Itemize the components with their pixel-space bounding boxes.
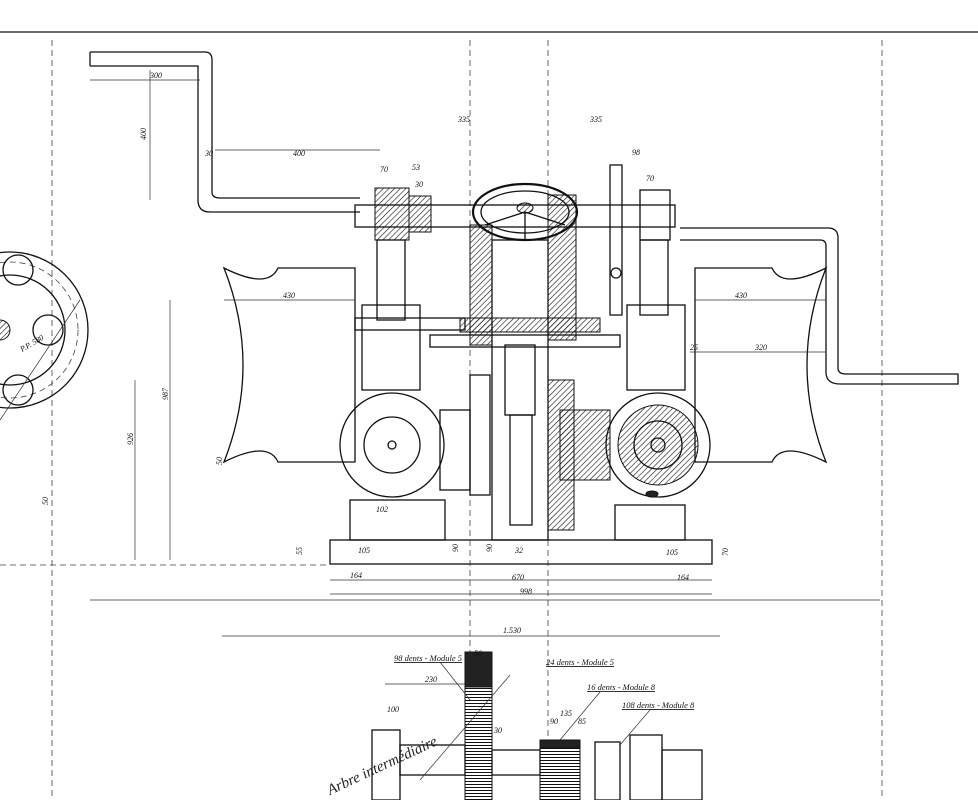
left-bearing-column	[354, 239, 466, 391]
base-plate	[134, 300, 713, 595]
dimension-label: 105	[666, 548, 678, 557]
dimension-label: 32	[514, 546, 523, 555]
dimension-label: 50	[215, 457, 224, 465]
gear-notes: 98 dents - Module 5 24 dents - Module 5 …	[324, 653, 695, 799]
dimension-label: 98 dents - Module 5	[394, 653, 462, 663]
dimension-label: 90	[550, 717, 558, 726]
dimension-label: 98	[632, 148, 640, 157]
main-shaft	[354, 187, 676, 241]
dimension-label: 50	[41, 497, 50, 505]
dimension-label: 102	[376, 505, 388, 514]
dimension-label: 108 dents - Module 8	[622, 700, 695, 710]
dimension-label: 1.530	[503, 626, 521, 635]
dimension-label: 90	[451, 544, 460, 552]
dimension-label: 135	[560, 709, 572, 718]
dimension-label: 926	[126, 433, 135, 445]
dimension-label: 998	[520, 587, 532, 596]
right-warping-drum	[690, 266, 828, 464]
dimension-label: 230	[425, 675, 437, 684]
dimension-label: 25	[690, 343, 698, 352]
right-motor-housing	[559, 392, 711, 498]
dimension-label: 70	[380, 165, 388, 174]
dimension-label: 70	[721, 548, 730, 556]
dimension-label: 400	[139, 128, 148, 140]
dimension-label: 50	[474, 649, 482, 658]
dimension-label: 24 dents - Module 5	[546, 657, 614, 667]
dimension-label: 335	[589, 115, 602, 124]
dimension-label: 30	[204, 149, 213, 158]
handwritten-label: Arbre intermédiaire	[324, 734, 440, 799]
dimension-label: 100	[387, 705, 399, 714]
dimension-label: 105	[358, 546, 370, 555]
dimension-label: 164	[677, 573, 689, 582]
handwheel[interactable]	[471, 182, 579, 242]
left-crank-handle[interactable]	[89, 51, 380, 213]
dimension-labels: 300 400 400 30 335 335 70 53 30 98 70 43…	[126, 71, 767, 735]
dimension-label: 430	[283, 291, 295, 300]
dimension-label: 53	[412, 163, 420, 172]
dimension-label: 30	[493, 726, 502, 735]
right-bearing-column	[609, 164, 686, 391]
dimension-label: 85	[578, 717, 586, 726]
dimension-label: 90	[485, 544, 494, 552]
dimension-label: 987	[161, 387, 170, 400]
dimension-label: 55	[295, 547, 304, 555]
dimension-label: 670	[512, 573, 524, 582]
dimension-label: 70	[646, 174, 654, 183]
dimension-label: 30	[414, 180, 423, 189]
dimension-label: 335	[457, 115, 470, 124]
dimension-label: 320	[754, 343, 767, 352]
dimension-label: 164	[350, 571, 362, 580]
dimension-label: 430	[735, 291, 747, 300]
dimension-label: 16 dents - Module 8	[587, 682, 656, 692]
dimension-label: 300	[149, 71, 162, 80]
lower-plan-view	[222, 635, 720, 800]
dimension-label: 400	[293, 149, 305, 158]
side-view-gear: P.P. 580 50	[0, 251, 89, 505]
central-gear-column	[429, 194, 621, 541]
right-crank-handle[interactable]	[680, 227, 959, 385]
left-warping-drum	[222, 266, 356, 464]
left-motor-housing	[339, 392, 471, 498]
